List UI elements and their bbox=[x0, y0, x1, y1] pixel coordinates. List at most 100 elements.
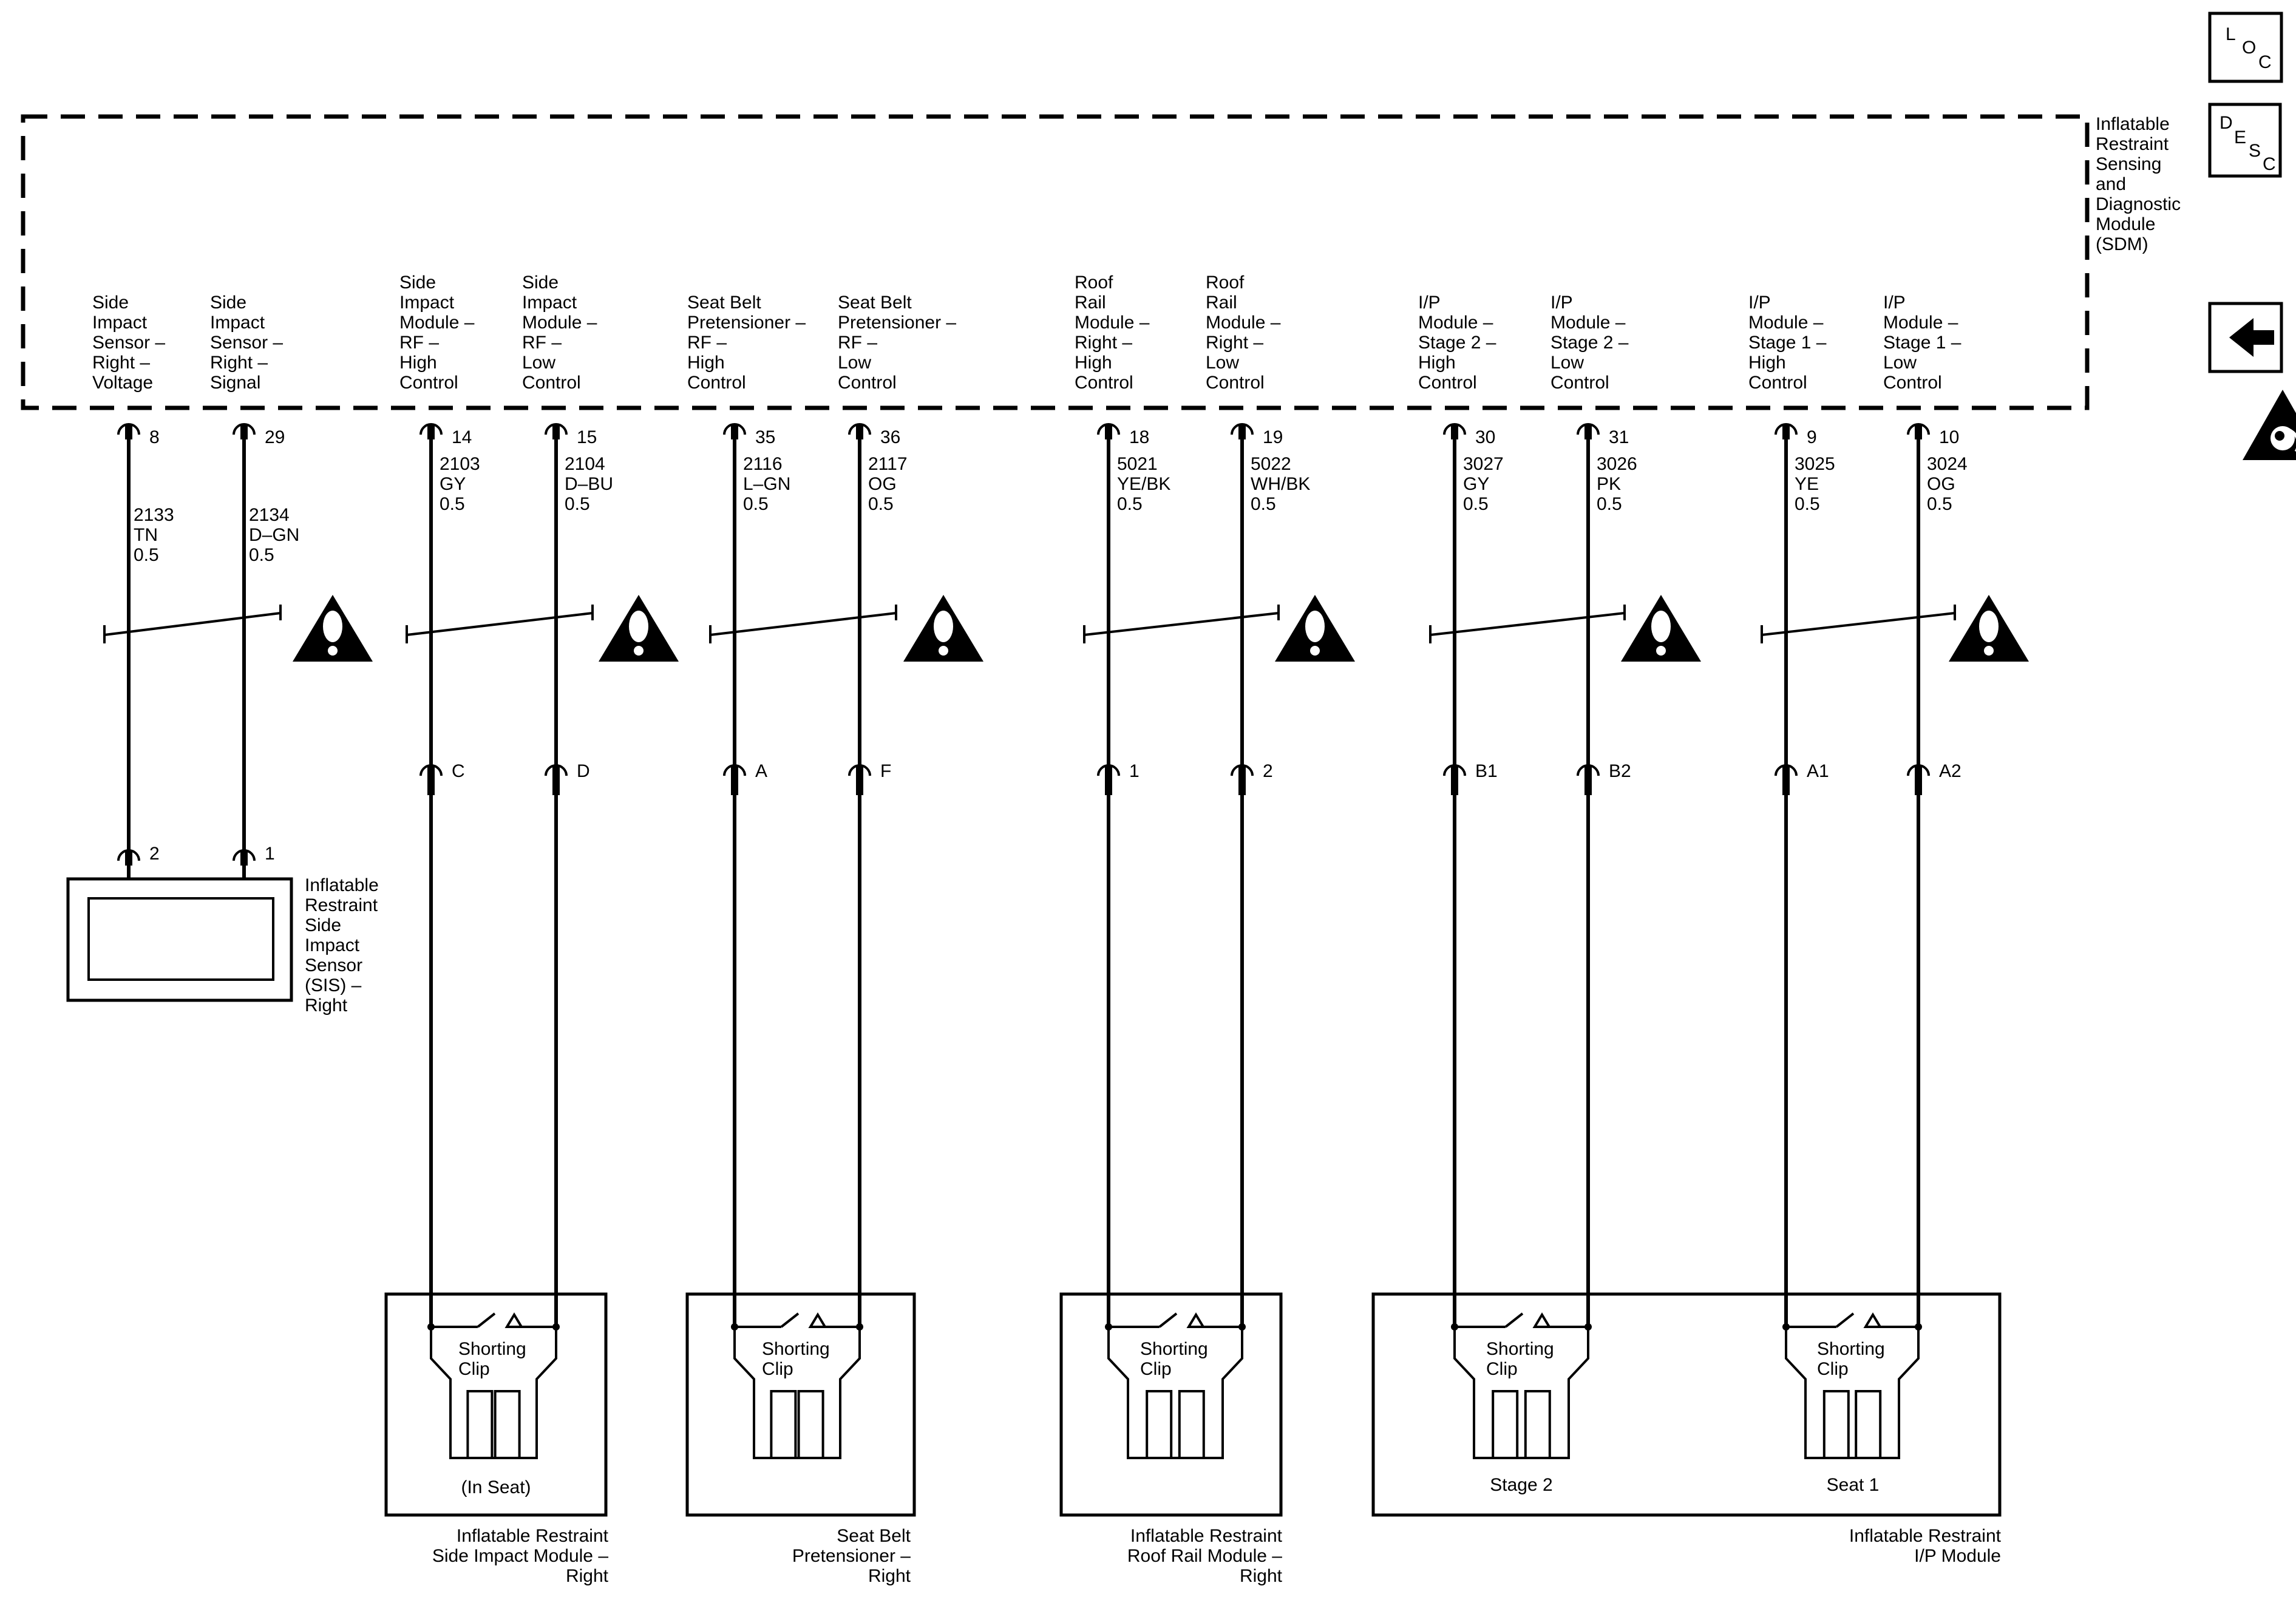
harness-pin-label: B1 bbox=[1475, 761, 1498, 781]
twisted-pair-marker bbox=[1761, 605, 1956, 643]
component-location-label: (In Seat) bbox=[461, 1477, 531, 1497]
harness-pin-label: B2 bbox=[1609, 761, 1631, 781]
sdm-pin-number: 30 bbox=[1475, 427, 1495, 447]
sdm-pin-connector bbox=[1443, 423, 1466, 439]
svg-text:S: S bbox=[2249, 141, 2261, 161]
arrow-left-icon[interactable] bbox=[2208, 302, 2283, 373]
caution-triangle-icon bbox=[293, 595, 373, 662]
sdm-pin-number: 14 bbox=[452, 427, 472, 447]
harness-connector bbox=[419, 764, 443, 781]
caution-triangle-icon bbox=[1949, 595, 2029, 662]
sdm-pin-connector bbox=[545, 423, 568, 439]
harness-connector bbox=[1775, 764, 1798, 781]
harness-pin-label: C bbox=[452, 761, 465, 781]
sdm-pin-number: 31 bbox=[1609, 427, 1629, 447]
svg-text:O: O bbox=[2242, 38, 2256, 58]
sdm-pin-number: 9 bbox=[1807, 427, 1817, 447]
twisted-pair-marker bbox=[103, 605, 282, 643]
svg-text:D: D bbox=[2220, 113, 2233, 133]
airbag-warning-icon[interactable] bbox=[2243, 390, 2296, 460]
harness-connector bbox=[1231, 764, 1254, 781]
sdm-pin-connector bbox=[1097, 423, 1120, 439]
sdm-pin-number: 18 bbox=[1129, 427, 1149, 447]
sdm-pin-number: 10 bbox=[1939, 427, 1959, 447]
sdm-pin-number: 15 bbox=[577, 427, 597, 447]
harness-connector bbox=[1907, 764, 1930, 781]
sdm-pin-number: 19 bbox=[1263, 427, 1283, 447]
sdm-pin-connector bbox=[1907, 423, 1930, 439]
svg-text:L: L bbox=[2226, 24, 2236, 44]
sdm-pin-number: 36 bbox=[880, 427, 900, 447]
sdm-pin-connector bbox=[1231, 423, 1254, 439]
twisted-pair-marker bbox=[406, 605, 594, 643]
sensor-pin-number: 1 bbox=[265, 844, 275, 864]
sdm-pin-connector bbox=[1577, 423, 1600, 439]
desc-button[interactable]: D E S C bbox=[2208, 103, 2282, 178]
harness-pin-label: F bbox=[880, 761, 891, 781]
sdm-pin-number: 35 bbox=[755, 427, 775, 447]
harness-pin-label: A bbox=[755, 761, 767, 781]
ip-stage-label: Stage 2 bbox=[1490, 1475, 1552, 1495]
sdm-pin-connector bbox=[1775, 423, 1798, 439]
harness-connector bbox=[1443, 764, 1466, 781]
sdm-pin-number: 8 bbox=[149, 427, 160, 447]
sdm-pin-connector bbox=[723, 423, 746, 439]
sdm-module-outline bbox=[21, 114, 2090, 410]
harness-pin-label: A1 bbox=[1807, 761, 1829, 781]
sensor-pin-connector bbox=[233, 849, 256, 866]
loc-button[interactable]: L O C bbox=[2208, 12, 2283, 83]
harness-connector bbox=[848, 764, 871, 781]
caution-triangle-icon bbox=[1275, 595, 1355, 662]
sensor-pin-number: 2 bbox=[149, 844, 160, 864]
harness-connector bbox=[1577, 764, 1600, 781]
harness-pin-label: 2 bbox=[1263, 761, 1273, 781]
